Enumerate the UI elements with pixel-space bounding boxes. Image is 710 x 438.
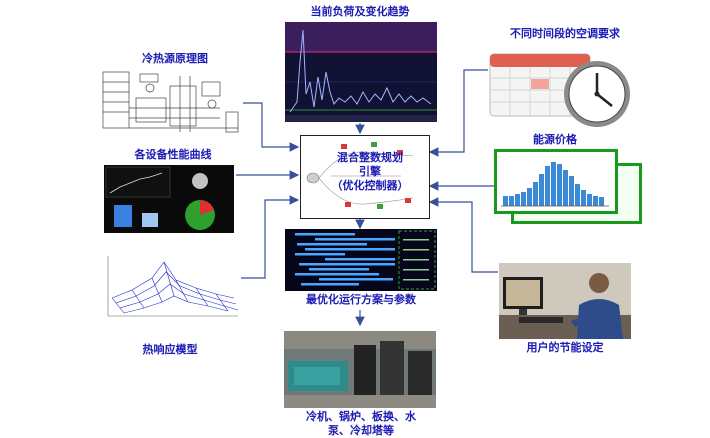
equipment-label-line2: 泵、冷却塔等 [328,424,394,437]
optimization-engine-box [300,135,430,219]
equipment-photo [284,331,436,408]
load-trend-image [285,22,437,122]
performance-curves-image [104,165,234,233]
thermal-model-label: 热响应模型 [142,343,198,356]
energy-price-chart [494,149,618,214]
engine-title-line1: 混合整数规划 [337,151,403,164]
arrow-schematic-to-core [243,102,300,152]
equipment-label: 冷机、锅炉、板换、水 泵、冷却塔等 [286,410,436,438]
schematic-image [100,68,242,138]
arrow-user-to-core [428,197,498,273]
optimal-plan-image [285,229,437,291]
optimal-plan-label: 最优化运行方案与参数 [306,293,416,306]
calendar-clock-icon [487,44,637,130]
arrow-requirements-to-core [428,69,488,157]
user-settings-label: 用户的节能设定 [526,341,604,354]
energy-price-label: 能源价格 [533,133,577,146]
performance-label: 各设备性能曲线 [134,148,212,161]
optimization-engine-text: 混合整数规划 引擎 （优化控制器） [322,151,418,193]
load-trend-label: 当前负荷及变化趋势 [310,5,410,18]
engine-title-line2: 引擎 [359,165,381,178]
user-settings-photo [499,263,631,339]
arrow-thermal-to-core [241,195,300,279]
ac-requirements-label: 不同时间段的空调要求 [510,27,620,40]
engine-title-line3: （优化控制器） [331,179,409,192]
thermal-model-image [102,248,242,323]
schematic-label: 冷热源原理图 [142,52,208,65]
equipment-label-line1: 冷机、锅炉、板换、水 [306,410,416,423]
